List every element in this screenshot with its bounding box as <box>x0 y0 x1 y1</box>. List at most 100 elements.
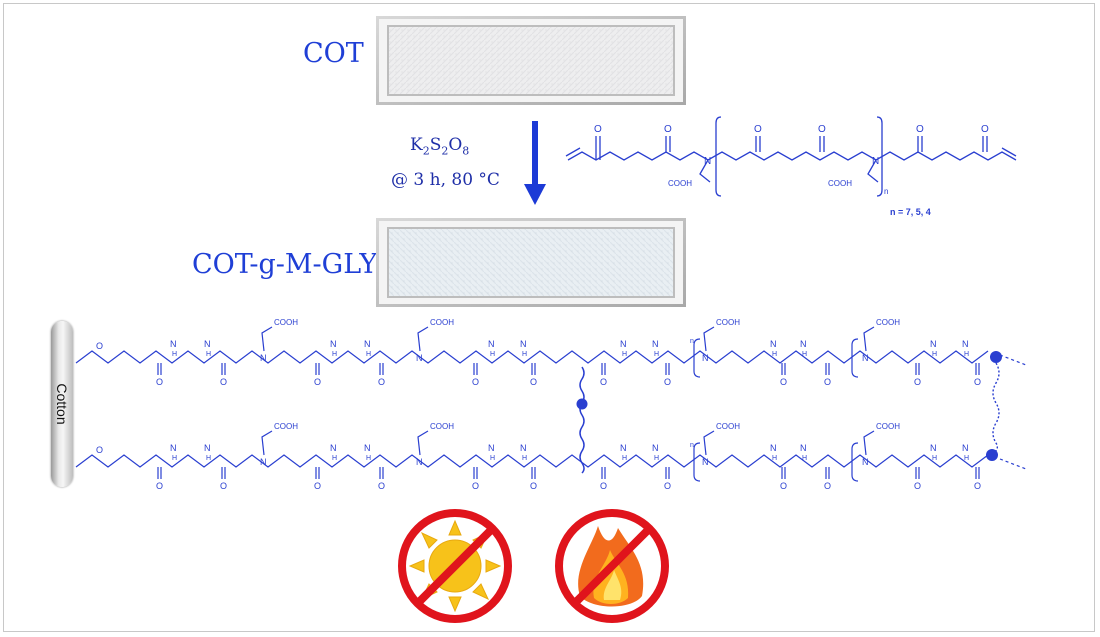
reagent-label: K2S2O8 <box>410 135 470 158</box>
amide-o-label: O <box>472 377 479 387</box>
n-values-label: n = 7, 5, 4 <box>890 207 931 217</box>
cooh-label: COOH <box>876 422 900 431</box>
repeat-subscript: n <box>690 338 694 345</box>
amide-o-label: O <box>914 481 921 491</box>
cooh-label: COOH <box>430 318 454 327</box>
cot-label: COT <box>303 38 364 69</box>
chain-continuation <box>999 458 1027 470</box>
cot-fabric-swatch <box>376 16 686 105</box>
amide-o-label: O <box>754 124 762 135</box>
amide-o-label: O <box>314 377 321 387</box>
amide-o-label: O <box>664 377 671 387</box>
amine-n-label: N <box>704 156 711 167</box>
amine-n-label: N <box>872 156 879 167</box>
repeat-bracket <box>693 442 701 482</box>
amide-o-label: O <box>378 481 385 491</box>
amide-n-label: N <box>330 443 337 453</box>
amide-o-label: O <box>974 377 981 387</box>
cotton-substrate-bar <box>51 321 73 487</box>
conditions-label: @ 3 h, 80 °C <box>391 170 500 190</box>
amide-h-label: H <box>522 351 527 358</box>
amide-o-label: O <box>981 124 989 135</box>
figure-frame <box>3 3 1095 632</box>
amide-n-label: N <box>170 339 177 349</box>
side-chain-bond <box>261 430 273 456</box>
amide-n-label: N <box>488 339 495 349</box>
amide-o-label: O <box>664 481 671 491</box>
amide-n-label: N <box>962 443 969 453</box>
amide-h-label: H <box>772 455 777 462</box>
cooh-label: COOH <box>716 318 740 327</box>
amide-o-label: O <box>156 377 163 387</box>
amide-o-label: O <box>220 481 227 491</box>
amide-h-label: H <box>206 351 211 358</box>
crosslink-node <box>986 449 998 461</box>
amide-o-label: O <box>914 377 921 387</box>
polymer-backbone <box>75 454 989 468</box>
amine-n-label: N <box>416 457 423 467</box>
amide-h-label: H <box>654 351 659 358</box>
amide-h-label: H <box>932 455 937 462</box>
amide-h-label: H <box>964 351 969 358</box>
amide-h-label: H <box>490 455 495 462</box>
amide-o-label: O <box>530 377 537 387</box>
repeat-subscript: n <box>884 187 888 196</box>
cooh-label: COOH <box>716 422 740 431</box>
amide-o-label: O <box>780 481 787 491</box>
amide-n-label: N <box>520 443 527 453</box>
amide-h-label: H <box>172 455 177 462</box>
amide-h-label: H <box>654 455 659 462</box>
amine-n-label: N <box>416 353 423 363</box>
amide-o-label: O <box>780 377 787 387</box>
amine-n-label: N <box>862 457 869 467</box>
side-chain-bond <box>417 326 429 352</box>
ether-o-label: O <box>96 445 103 455</box>
amide-o-label: O <box>824 377 831 387</box>
amide-o-label: O <box>818 124 826 135</box>
amide-n-label: N <box>204 339 211 349</box>
amide-h-label: H <box>964 455 969 462</box>
amide-h-label: H <box>522 455 527 462</box>
cooh-label: COOH <box>430 422 454 431</box>
amide-n-label: N <box>770 443 777 453</box>
amide-n-label: N <box>620 339 627 349</box>
chain-continuation <box>999 354 1027 366</box>
amide-o-label: O <box>600 377 607 387</box>
crosslink-node <box>990 351 1002 363</box>
amide-o-label: O <box>472 481 479 491</box>
repeat-bracket <box>851 442 859 482</box>
side-chain-bond <box>261 326 273 352</box>
amide-o-label: O <box>378 377 385 387</box>
cooh-label: COOH <box>274 318 298 327</box>
amide-o-label: O <box>314 481 321 491</box>
repeat-bracket <box>851 338 859 378</box>
amide-h-label: H <box>366 351 371 358</box>
amine-n-label: N <box>702 353 709 363</box>
amine-n-label: N <box>260 457 267 467</box>
amide-n-label: N <box>962 339 969 349</box>
amide-h-label: H <box>332 351 337 358</box>
amide-o-label: O <box>600 481 607 491</box>
amide-n-label: N <box>330 339 337 349</box>
amide-n-label: N <box>170 443 177 453</box>
amide-o-label: O <box>824 481 831 491</box>
amide-h-label: H <box>206 455 211 462</box>
amide-o-label: O <box>220 377 227 387</box>
amide-h-label: H <box>802 351 807 358</box>
amide-n-label: N <box>652 339 659 349</box>
repeat-subscript: n <box>690 442 694 449</box>
amide-h-label: H <box>172 351 177 358</box>
amide-n-label: N <box>204 443 211 453</box>
cooh-label: COOH <box>668 179 692 188</box>
amide-o-label: O <box>594 124 602 135</box>
amide-h-label: H <box>366 455 371 462</box>
amide-o-label: O <box>156 481 163 491</box>
amine-n-label: N <box>260 353 267 363</box>
amide-o-label: O <box>916 124 924 135</box>
cot-g-m-gly-label: COT-g-M-GLY <box>192 249 378 280</box>
amide-n-label: N <box>930 339 937 349</box>
cooh-label: COOH <box>274 422 298 431</box>
side-chain-bond <box>703 430 715 456</box>
